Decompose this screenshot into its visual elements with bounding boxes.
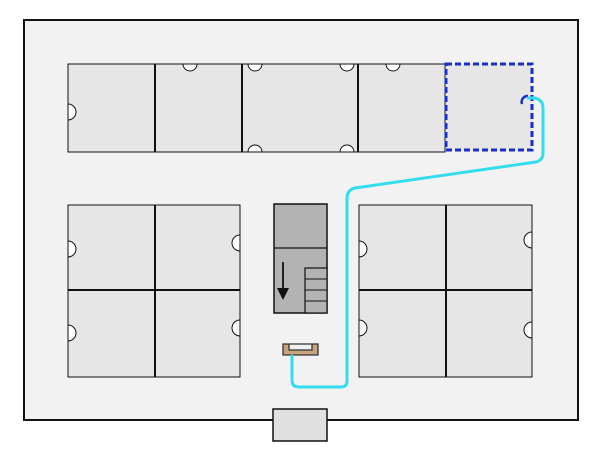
door-notch	[67, 240, 77, 258]
left-block-room-4[interactable]	[154, 289, 241, 378]
door-notch	[358, 319, 368, 337]
top-row-room-3[interactable]	[241, 63, 359, 153]
door-notch	[67, 103, 77, 121]
door-notch	[182, 63, 198, 72]
door-notch	[339, 144, 355, 153]
door-notch	[523, 321, 533, 339]
reception-desk-icon[interactable]	[282, 343, 319, 356]
top-row	[67, 62, 534, 153]
door-notch	[520, 94, 529, 105]
door-notch	[67, 324, 77, 342]
left-block	[67, 204, 241, 378]
right-block-room-4[interactable]	[445, 289, 533, 378]
right-block-room-2[interactable]	[445, 204, 533, 291]
door-notch	[339, 63, 355, 72]
left-block-room-3[interactable]	[67, 289, 156, 378]
left-block-room-1[interactable]	[67, 204, 156, 291]
top-row-room-1[interactable]	[67, 63, 156, 153]
right-block-room-1[interactable]	[358, 204, 447, 291]
down-arrow-icon	[277, 262, 289, 300]
left-block-room-2[interactable]	[154, 204, 241, 291]
door-notch	[247, 144, 263, 153]
right-block-room-3[interactable]	[358, 289, 447, 378]
top-row-room-4[interactable]	[357, 63, 446, 153]
top-row-room-5-highlighted[interactable]	[444, 62, 534, 152]
door-notch	[231, 234, 241, 252]
right-block	[358, 204, 533, 378]
top-row-room-2[interactable]	[154, 63, 243, 153]
door-notch	[247, 63, 263, 72]
navigation-route	[290, 96, 545, 389]
door-notch	[358, 240, 368, 258]
door-notch	[523, 231, 533, 249]
stairs-icon[interactable]	[273, 203, 328, 314]
entrance-doormat[interactable]	[272, 408, 328, 442]
door-notch	[385, 63, 401, 72]
door-notch	[231, 319, 241, 337]
